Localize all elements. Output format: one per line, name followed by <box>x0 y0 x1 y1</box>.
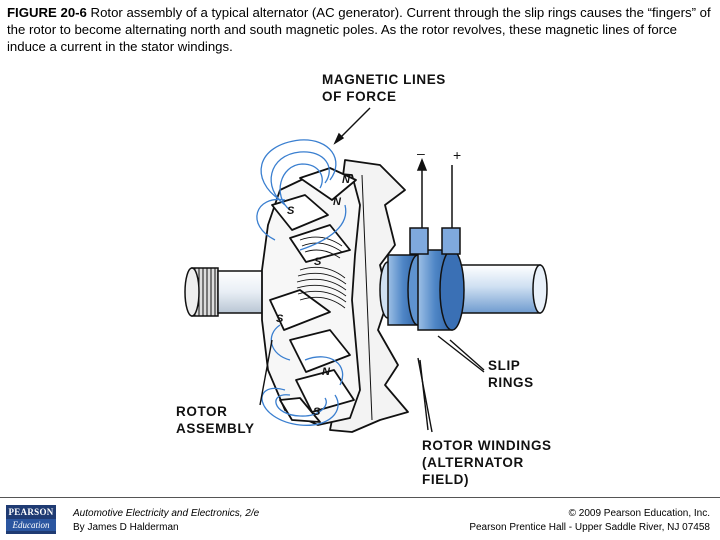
svg-text:N: N <box>333 196 342 208</box>
copyright-info: © 2009 Pearson Education, Inc. Pearson P… <box>469 507 710 535</box>
rotor-windings-label-1: ROTOR WINDINGS <box>422 438 552 453</box>
svg-text:S: S <box>287 205 295 217</box>
book-title: Automotive Electricity and Electronics, … <box>73 508 260 519</box>
positive-terminal-sign: + <box>453 147 461 163</box>
rotor-windings-label-2: (ALTERNATOR <box>422 455 524 470</box>
diagram-labels: MAGNETIC LINES OF FORCE SLIP RINGS ROTOR… <box>176 72 552 487</box>
svg-text:S: S <box>313 406 321 418</box>
magnetic-lines-label-2: OF FORCE <box>322 89 397 104</box>
rotor-windings <box>296 236 347 309</box>
book-author: By James D Halderman <box>73 522 179 533</box>
pearson-logo: PEARSON Education <box>6 505 56 534</box>
pole-labels: N S N S N S N S <box>276 174 351 418</box>
logo-line-1: PEARSON <box>8 507 54 517</box>
slip-rings-label-2: RINGS <box>488 375 534 390</box>
svg-text:N: N <box>342 174 351 186</box>
svg-text:S: S <box>276 313 284 325</box>
magnetic-lines-label-1: MAGNETIC LINES <box>322 72 446 87</box>
slip-rings <box>379 249 465 331</box>
book-info: Automotive Electricity and Electronics, … <box>73 507 259 535</box>
publisher-line: Pearson Prentice Hall - Upper Saddle Riv… <box>469 522 710 533</box>
leader-lines <box>259 107 485 433</box>
rotor-assembly-label-2: ASSEMBLY <box>176 421 255 436</box>
slip-rings-label-1: SLIP <box>488 358 520 373</box>
svg-text:S: S <box>314 256 322 268</box>
magnetic-flux-lines <box>256 139 347 426</box>
figure-label: FIGURE 20-6 <box>7 5 87 20</box>
copyright-line: © 2009 Pearson Education, Inc. <box>568 508 710 519</box>
footer-divider <box>0 497 720 498</box>
svg-text:N: N <box>322 366 331 378</box>
rotor-assembly-label-1: ROTOR <box>176 404 228 419</box>
negative-terminal-sign: – <box>417 145 425 161</box>
logo-line-2: Education <box>6 519 56 531</box>
caption-text: Rotor assembly of a typical alternator (… <box>7 5 711 54</box>
rotor-windings-label-3: FIELD) <box>422 472 469 487</box>
brushes <box>409 157 461 255</box>
figure-caption: FIGURE 20-6 Rotor assembly of a typical … <box>7 4 713 55</box>
